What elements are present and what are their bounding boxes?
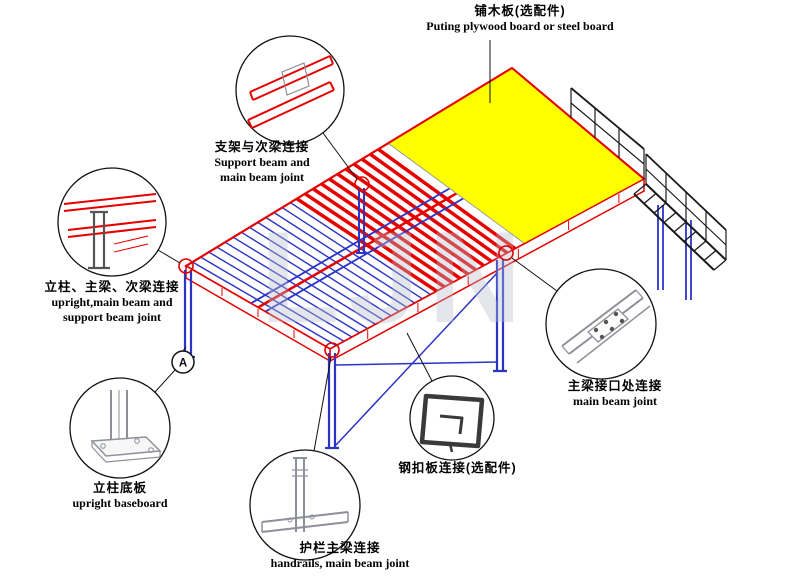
- column-front-right: [493, 260, 507, 373]
- detail-upright-baseboard: [90, 390, 162, 463]
- leader-lines: [154, 40, 558, 452]
- callout-main-beam-joint: [545, 268, 657, 380]
- callout-support-beam-joint: [235, 35, 345, 145]
- label-handrails-joint: 护栏主梁连接 handrails, main beam joint: [235, 541, 445, 571]
- column-front-center: [325, 353, 339, 450]
- label-upright-baseboard-zh: 立柱底板: [92, 481, 147, 495]
- joint-marker-handrail: [324, 342, 340, 358]
- label-main-beam-joint: 主梁接口处连接 main beam joint: [535, 379, 695, 409]
- label-steel-buckle-plate-zh: 钢扣板连接(选配件): [398, 461, 517, 475]
- label-upright-baseboard: 立柱底板 upright baseboard: [40, 481, 200, 511]
- column-rear: [356, 188, 368, 254]
- label-plywood-board-zh: 铺木板(选配件): [474, 4, 566, 18]
- label-steel-buckle-plate: 钢扣板连接(选配件): [370, 461, 545, 476]
- label-upright-baseboard-en: upright baseboard: [72, 496, 168, 510]
- detail-support-beam-joint: [247, 55, 335, 129]
- watermark: LJN: [260, 204, 530, 350]
- label-main-beam-joint-en: main beam joint: [573, 394, 657, 408]
- deck-far-edge: [185, 67, 513, 267]
- stair-railing: [645, 153, 727, 260]
- label-support-beam-joint: 支架与次梁连接 Support beam and main beam joint: [182, 140, 342, 185]
- leader-handrails: [313, 356, 332, 452]
- staircase: [570, 87, 727, 271]
- platform-deck: [184, 66, 646, 363]
- label-upright-main-support-en1: upright,main beam and: [51, 295, 173, 309]
- joint-marker-support-beam: [354, 176, 370, 192]
- support-columns: [181, 188, 692, 450]
- label-plywood-board-en: Puting plywood board or steel board: [426, 19, 614, 33]
- detail-steel-buckle-plate: [419, 393, 485, 453]
- label-support-beam-joint-en2: main beam joint: [220, 170, 304, 184]
- leader-steel-buckle: [406, 332, 433, 382]
- label-support-beam-joint-en1: Support beam and: [214, 155, 310, 169]
- leader-support-beam: [322, 132, 358, 180]
- callout-upright-baseboard: [69, 377, 171, 479]
- edge-railing: [570, 87, 645, 179]
- leader-upright-joint: [157, 249, 181, 264]
- leader-baseboard: [154, 369, 176, 393]
- label-support-beam-joint-zh: 支架与次梁连接: [214, 140, 310, 154]
- cross-bracing: [335, 271, 499, 446]
- detail-upright-main-support-joint: [63, 193, 157, 270]
- label-upright-main-support-joint: 立柱、主梁、次梁连接 upright,main beam and support…: [22, 280, 202, 325]
- stair-support-posts: [657, 205, 692, 300]
- label-plywood-board: 铺木板(选配件) Puting plywood board or steel b…: [390, 4, 650, 34]
- callout-upright-main-support-joint: [57, 167, 167, 277]
- detail-main-beam-joint: [561, 289, 651, 364]
- joint-markers: [178, 176, 514, 358]
- label-upright-main-support-zh: 立柱、主梁、次梁连接: [44, 280, 180, 294]
- deck-right-edge: [511, 67, 645, 180]
- callout-handrails-joint: [249, 449, 361, 561]
- detail-handrails-joint: [261, 457, 349, 533]
- label-handrails-joint-zh: 护栏主梁连接: [299, 541, 381, 555]
- section-marker-a-label: A: [179, 358, 187, 370]
- stair-steps: [633, 183, 727, 271]
- label-main-beam-joint-zh: 主梁接口处连接: [567, 379, 663, 393]
- section-marker-a: A: [171, 346, 195, 374]
- joint-marker-upright: [178, 258, 194, 274]
- callout-steel-buckle-plate: [409, 375, 495, 461]
- label-handrails-joint-en: handrails, main beam joint: [270, 556, 410, 570]
- joint-marker-main-beam: [498, 245, 514, 261]
- label-upright-main-support-en2: support beam joint: [62, 310, 161, 324]
- leader-main-beam: [511, 257, 558, 292]
